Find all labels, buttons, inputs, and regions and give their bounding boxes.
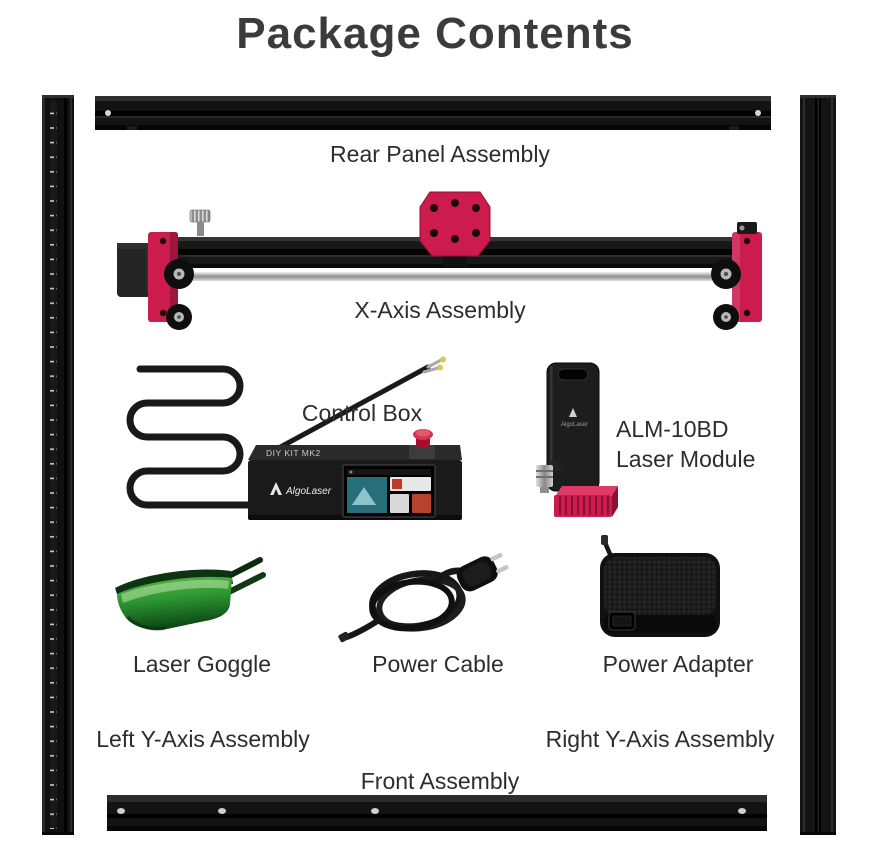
control-box-cable-graphic <box>126 356 446 509</box>
stepper-motor <box>117 243 152 297</box>
power-cable-graphic <box>338 552 509 643</box>
x-axis-assembly-graphic <box>117 191 762 330</box>
front-assembly-rail-graphic <box>107 795 767 831</box>
serpentine-cable <box>126 365 264 509</box>
control-box-label: Control Box <box>301 400 423 426</box>
adapter-body <box>600 553 720 637</box>
left-y-axis-label: Left Y-Axis Assembly <box>96 726 310 752</box>
ruler-scale-strip <box>50 101 57 829</box>
right-y-axis-label: Right Y-Axis Assembly <box>545 726 775 752</box>
rear-panel-label: Rear Panel Assembly <box>330 141 550 167</box>
front-assembly-label: Front Assembly <box>360 768 520 794</box>
brand-logo: AlgoLaser <box>270 482 332 497</box>
right-y-axis-rail-graphic <box>800 95 836 835</box>
left-y-axis-rail-graphic <box>42 95 74 835</box>
module-brand-logo: AlgoLaser <box>561 408 588 428</box>
power-adapter-graphic <box>600 535 720 637</box>
cable-tail <box>344 617 382 640</box>
control-box-top <box>248 445 462 460</box>
laser-module-name: Laser Module <box>616 446 756 472</box>
power-cable-label: Power Cable <box>372 651 504 677</box>
laser-module-label: ALM-10BD Laser Module <box>616 414 816 474</box>
touchscreen <box>342 464 436 518</box>
svg-text:AlgoLaser: AlgoLaser <box>561 422 588 428</box>
laser-goggle-graphic <box>115 557 266 631</box>
x-axis-label: X-Axis Assembly <box>354 297 526 323</box>
heatsink <box>554 486 618 517</box>
svg-text:AlgoLaser: AlgoLaser <box>285 486 332 497</box>
ac-inlet <box>608 611 636 631</box>
device-model-text: DIY KIT MK2 <box>266 448 321 458</box>
power-adapter-label: Power Adapter <box>602 651 754 677</box>
page-title: Package Contents <box>236 9 634 58</box>
laser-module-body: AlgoLaser <box>546 362 600 492</box>
right-roller-wheels <box>711 259 741 330</box>
laser-carriage-plate <box>419 191 491 267</box>
tension-knob <box>189 209 211 236</box>
left-roller-wheels <box>164 259 194 330</box>
laser-goggle-label: Laser Goggle <box>132 651 272 677</box>
laser-module-graphic: AlgoLaser <box>536 362 618 517</box>
cable-coil <box>369 570 466 632</box>
emergency-stop-button <box>409 429 435 459</box>
chrome-rod <box>160 272 750 281</box>
power-plug <box>456 552 509 592</box>
laser-module-model: ALM-10BD <box>616 416 729 442</box>
rear-panel-rail-graphic <box>95 96 771 130</box>
control-box-graphic: DIY KIT MK2 AlgoLaser <box>248 429 462 520</box>
signal-wire <box>272 356 446 453</box>
goggle-lens-highlight <box>121 579 229 603</box>
laser-nozzle <box>536 461 561 493</box>
